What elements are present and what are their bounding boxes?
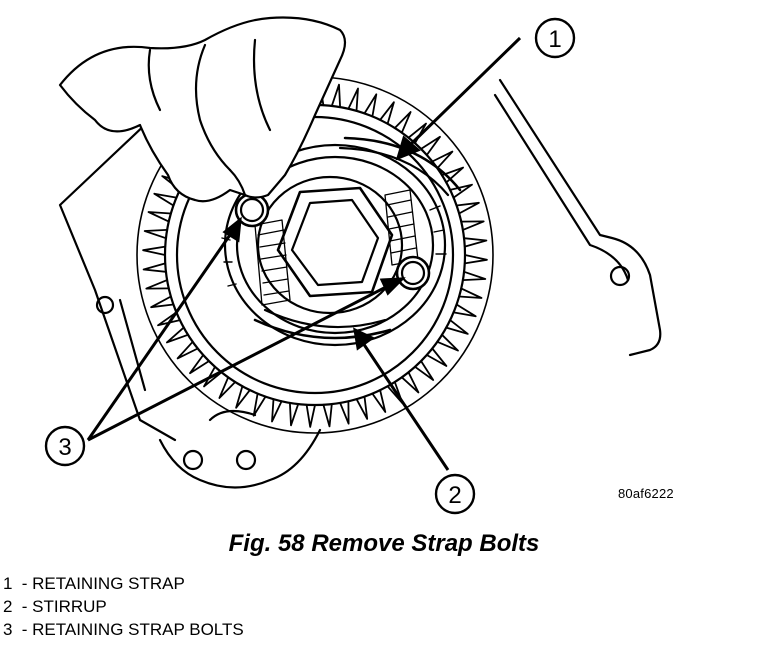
tone-ring-tooth xyxy=(463,254,488,265)
tone-ring-tooth xyxy=(189,354,210,375)
figure-caption: Fig. 58 Remove Strap Bolts xyxy=(228,530,540,557)
tone-ring-tooth xyxy=(420,135,441,156)
callout-2: 2 xyxy=(434,473,476,515)
housing-plate-left xyxy=(58,118,177,442)
tone-ring-tooth xyxy=(305,403,316,428)
leader-2 xyxy=(361,342,450,471)
legend-item: 3 - RETAINING STRAP BOLTS xyxy=(3,618,244,641)
tone-ring-tooth xyxy=(150,295,175,309)
tone-ring-tooth xyxy=(143,229,168,240)
tone-ring-tooth xyxy=(153,192,178,207)
callout-1: 1 xyxy=(534,17,576,59)
legend-number: 2 xyxy=(3,597,13,616)
tone-ring-tooth xyxy=(339,400,350,425)
tone-ring-tooth xyxy=(355,395,369,420)
tone-ring-tooth xyxy=(142,245,167,256)
legend-text: - RETAINING STRAP BOLTS xyxy=(21,620,244,639)
hub-ring-inner xyxy=(256,175,404,315)
leader-3a xyxy=(86,231,234,441)
tone-ring-tooth xyxy=(289,402,300,427)
figure-reference-code: 80af6222 xyxy=(618,486,674,501)
tone-ring-tooth xyxy=(218,376,237,399)
legend-item: 2 - STIRRUP xyxy=(3,595,244,618)
tone-ring-tooth xyxy=(445,319,469,335)
stirrup xyxy=(253,318,392,340)
legend-text: - RETAINING STRAP xyxy=(21,574,185,593)
tone-ring-tooth xyxy=(330,83,341,108)
spring-left xyxy=(254,219,291,306)
boss-hole-3 xyxy=(95,295,115,315)
tone-ring-tooth xyxy=(431,150,454,170)
housing-lower xyxy=(158,428,322,489)
tone-ring-tooth xyxy=(363,93,378,118)
tone-ring-tooth xyxy=(203,365,223,388)
tone-ring-tooth xyxy=(145,279,170,290)
tone-ring-tooth xyxy=(252,392,267,417)
tone-ring-tooth xyxy=(147,211,172,223)
boss-hole-1 xyxy=(182,449,204,471)
tone-ring-tooth xyxy=(157,311,181,327)
tone-ring-tooth xyxy=(462,270,487,281)
housing-plate-right xyxy=(498,78,662,357)
legend-item: 1 - RETAINING STRAP xyxy=(3,572,244,595)
tone-ring-tooth xyxy=(176,340,199,360)
leader-1 xyxy=(408,36,522,147)
tone-ring-tooth xyxy=(166,326,189,344)
technical-illustration: 1 2 3 xyxy=(44,16,662,515)
tone-ring-tooth xyxy=(235,385,251,409)
legend-number: 3 xyxy=(3,620,13,639)
flange-hole xyxy=(609,265,631,287)
tone-ring-tooth xyxy=(452,303,477,318)
tone-ring-tooth xyxy=(463,237,488,248)
tone-ring-tooth xyxy=(441,166,464,184)
tone-ring-tooth xyxy=(425,347,448,367)
callout-3: 3 xyxy=(44,425,86,467)
technician-hand xyxy=(58,16,347,203)
tone-ring-tooth xyxy=(347,87,359,112)
tone-ring-tooth xyxy=(460,220,485,231)
svg-text:1: 1 xyxy=(548,26,561,53)
boss-hole-2 xyxy=(235,449,257,471)
tone-ring-tooth xyxy=(371,389,387,413)
legend-number: 1 xyxy=(3,574,13,593)
svg-text:3: 3 xyxy=(58,434,71,461)
legend-list: 1 - RETAINING STRAP 2 - STIRRUP 3 - RETA… xyxy=(3,572,244,641)
leader-3b xyxy=(87,283,391,442)
tone-ring-tooth xyxy=(455,201,480,215)
svg-text:2: 2 xyxy=(448,482,461,509)
hub-ring-mid xyxy=(235,155,435,335)
hub-ring-outer xyxy=(223,143,447,347)
hex-nut xyxy=(276,186,394,298)
tone-ring-tooth xyxy=(322,403,333,428)
tone-ring-tooth xyxy=(458,287,483,299)
tone-ring-tooth xyxy=(393,111,412,134)
tone-ring-tooth xyxy=(414,360,435,381)
tone-ring-tooth xyxy=(379,101,395,125)
tone-ring-tooth xyxy=(436,333,459,352)
legend-text: - STIRRUP xyxy=(21,597,107,616)
tone-ring-tooth xyxy=(271,398,283,423)
tone-ring-tooth xyxy=(400,371,420,394)
tone-ring-tooth xyxy=(142,262,167,273)
